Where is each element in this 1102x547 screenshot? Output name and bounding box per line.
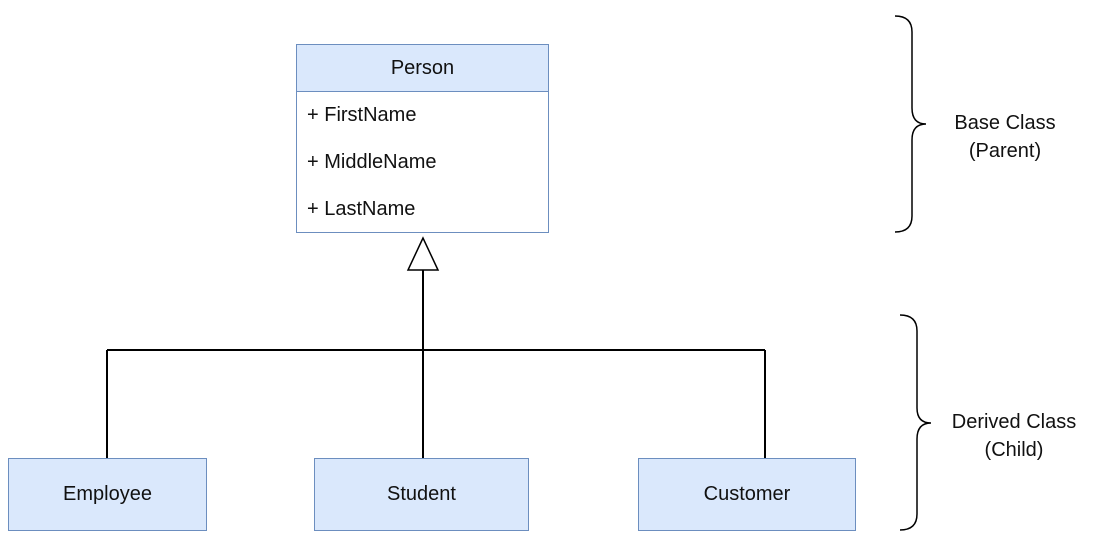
- customer-class-label: Customer: [703, 483, 791, 505]
- employee-class-box: Employee: [8, 458, 207, 531]
- inheritance-arrowhead: [406, 236, 440, 271]
- base-class-brace: [894, 15, 927, 233]
- customer-class-box: Customer: [638, 458, 856, 531]
- derived-class-brace: [899, 314, 932, 531]
- student-class-box: Student: [314, 458, 529, 531]
- base-class-annotation-line2: (Parent): [968, 140, 1042, 162]
- person-class-title: Person: [297, 45, 548, 92]
- person-attributes: + FirstName + MiddleName + LastName: [297, 92, 548, 232]
- employee-class-label: Employee: [63, 483, 152, 505]
- person-class-box: Person + FirstName + MiddleName + LastNa…: [296, 44, 549, 233]
- attribute-middlename: + MiddleName: [307, 151, 437, 173]
- student-class-label: Student: [387, 483, 456, 505]
- base-class-annotation-line1: Base Class: [954, 112, 1056, 134]
- derived-class-annotation-line1: Derived Class: [951, 411, 1077, 433]
- derived-class-annotation: Derived Class (Child): [934, 408, 1094, 464]
- attribute-lastname: + LastName: [307, 198, 416, 220]
- attribute-firstname: + FirstName: [307, 104, 417, 126]
- base-class-annotation: Base Class (Parent): [925, 109, 1085, 165]
- derived-class-annotation-line2: (Child): [984, 439, 1044, 461]
